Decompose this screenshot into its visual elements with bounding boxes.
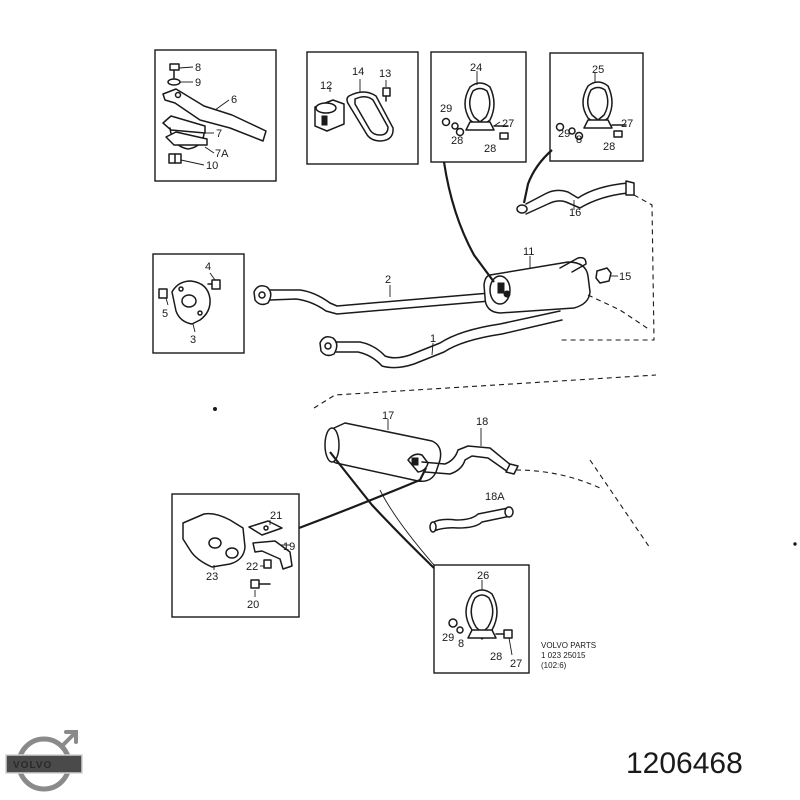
- callout-8: 8: [576, 134, 582, 146]
- callout-7: 7: [216, 128, 222, 140]
- callout-28: 28: [484, 143, 496, 155]
- callout-11: 11: [523, 246, 534, 258]
- callout-29: 29: [442, 632, 454, 644]
- part-number: 1206468: [626, 747, 743, 780]
- detail-box-bracket: 8 9 6 7 7A 10: [154, 49, 277, 182]
- callout-16: 16: [569, 207, 581, 219]
- callout-9: 9: [195, 77, 201, 89]
- callout-18: 18: [476, 416, 488, 428]
- tailpipe-18a: 18A: [429, 491, 514, 533]
- tailpipe-18: 18: [421, 416, 519, 475]
- callout-20: 20: [247, 599, 259, 611]
- callout-12: 12: [320, 80, 332, 92]
- callout-24: 24: [470, 62, 482, 74]
- callout-1: 1: [430, 333, 436, 345]
- callout-15: 15: [619, 271, 631, 283]
- detail-box-clamp-25: 25 29 8 27 28: [549, 52, 644, 162]
- callout-18a: 18A: [485, 491, 505, 503]
- logo-wordmark: VOLVO: [13, 760, 52, 771]
- dashed-routing: [313, 194, 657, 549]
- detail-box-clamp-26: 26 29 8 28 27: [433, 564, 530, 674]
- callout-21: 21: [270, 510, 282, 522]
- detail-box-hanger: 21 19 22 23 20: [171, 493, 300, 618]
- silencer-11: 11: [483, 246, 591, 314]
- detail-box-clamp-24: 24 29 28 27 28: [430, 51, 527, 163]
- callout-28: 28: [603, 141, 615, 153]
- callout-13: 13: [379, 68, 391, 80]
- stamp-line-2: 1 023 25015: [541, 651, 586, 660]
- callout-22: 22: [246, 561, 258, 573]
- volvo-parts-stamp: VOLVO PARTS 1 023 25015 (102:6): [541, 641, 596, 670]
- silencer-17: 17: [324, 410, 442, 483]
- stamp-line-3: (102:6): [541, 661, 567, 670]
- callout-28: 28: [490, 651, 502, 663]
- callout-10: 10: [206, 160, 218, 172]
- callout-29: 29: [558, 128, 570, 140]
- callout-27: 27: [510, 658, 522, 670]
- callout-26: 26: [477, 570, 489, 582]
- pipe-16: 16: [516, 180, 635, 219]
- callout-8: 8: [195, 62, 201, 74]
- callout-29: 29: [440, 103, 452, 115]
- callout-7a: 7A: [215, 148, 229, 160]
- callout-14: 14: [352, 66, 364, 78]
- detail-box-rubber-mount: 12 14 13: [306, 51, 419, 165]
- callout-17: 17: [382, 410, 394, 422]
- callout-19: 19: [283, 541, 295, 553]
- volvo-logo: VOLVO: [5, 730, 83, 792]
- stamp-line-1: VOLVO PARTS: [541, 641, 596, 650]
- pipe-2: 2: [253, 274, 491, 315]
- connector-lines: [298, 149, 553, 569]
- callout-6: 6: [231, 94, 237, 106]
- callout-27: 27: [621, 118, 633, 130]
- nut-15: 15: [595, 267, 631, 284]
- callout-25: 25: [592, 64, 604, 76]
- callout-8: 8: [458, 638, 464, 650]
- detail-box-flange: 4 5 3: [152, 253, 245, 354]
- callout-2: 2: [385, 274, 391, 286]
- callout-27: 27: [502, 118, 514, 130]
- pipe-1: 1: [319, 310, 563, 369]
- callout-4: 4: [205, 261, 211, 273]
- callout-23: 23: [206, 571, 218, 583]
- callout-28: 28: [451, 135, 463, 147]
- callout-5: 5: [162, 308, 168, 320]
- callout-3: 3: [190, 334, 196, 346]
